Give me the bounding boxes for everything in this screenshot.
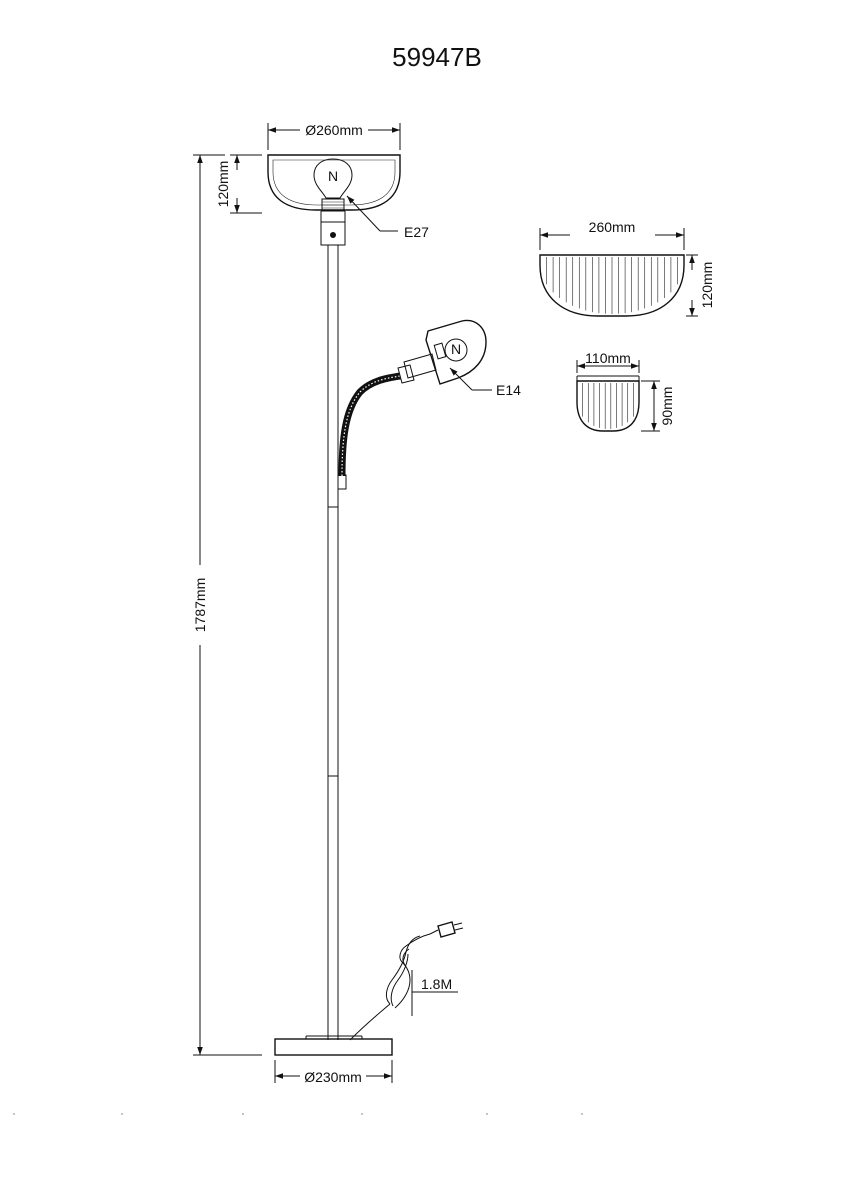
upper-shade-height-label: 120mm bbox=[215, 161, 231, 208]
small-shade-width-dimension: 110mm bbox=[576, 350, 640, 373]
small-shade-height-label: 90mm bbox=[659, 387, 675, 426]
base-diameter-label: Ø230mm bbox=[304, 1069, 362, 1085]
lamp-pole bbox=[327, 245, 339, 1040]
large-shade-detail bbox=[539, 254, 685, 317]
model-number: 59947B bbox=[392, 42, 482, 72]
large-shade-height-label: 120mm bbox=[699, 262, 715, 309]
small-shade-height-dimension: 90mm bbox=[641, 380, 675, 432]
cable-length-label: 1.8M bbox=[421, 976, 452, 992]
cable-length-dimension: 1.8M bbox=[411, 970, 458, 1016]
reading-lamp-head: N bbox=[397, 319, 487, 385]
upper-bulb: N bbox=[313, 158, 353, 212]
page-edge-marks bbox=[13, 1113, 583, 1115]
small-shade-detail bbox=[576, 375, 640, 432]
total-height-dimension: 1787mm bbox=[192, 154, 262, 1056]
upper-shade-diameter-label: Ø260mm bbox=[305, 122, 363, 138]
upper-shade-diameter-dimension: Ø260mm bbox=[267, 122, 401, 150]
gooseneck-arm bbox=[337, 372, 401, 490]
upper-shade bbox=[267, 154, 401, 211]
switch-housing bbox=[320, 210, 346, 246]
lamp-base bbox=[274, 1035, 393, 1056]
large-shade-width-dimension: 260mm bbox=[539, 219, 685, 250]
upper-bulb-mark: N bbox=[328, 168, 338, 184]
upper-socket-callout: E27 bbox=[346, 195, 429, 240]
upper-shade-height-dimension: 120mm bbox=[215, 154, 262, 214]
base-diameter-dimension: Ø230mm bbox=[274, 1060, 393, 1085]
large-shade-height-dimension: 120mm bbox=[686, 254, 715, 317]
small-shade-width-label: 110mm bbox=[585, 350, 631, 366]
upper-socket-label: E27 bbox=[404, 224, 429, 240]
power-cable bbox=[349, 921, 464, 1041]
reading-bulb-mark: N bbox=[451, 341, 461, 357]
reading-socket-label: E14 bbox=[496, 382, 521, 398]
large-shade-width-label: 260mm bbox=[589, 219, 636, 235]
reading-socket-callout: E14 bbox=[449, 367, 521, 398]
total-height-label: 1787mm bbox=[192, 578, 208, 632]
